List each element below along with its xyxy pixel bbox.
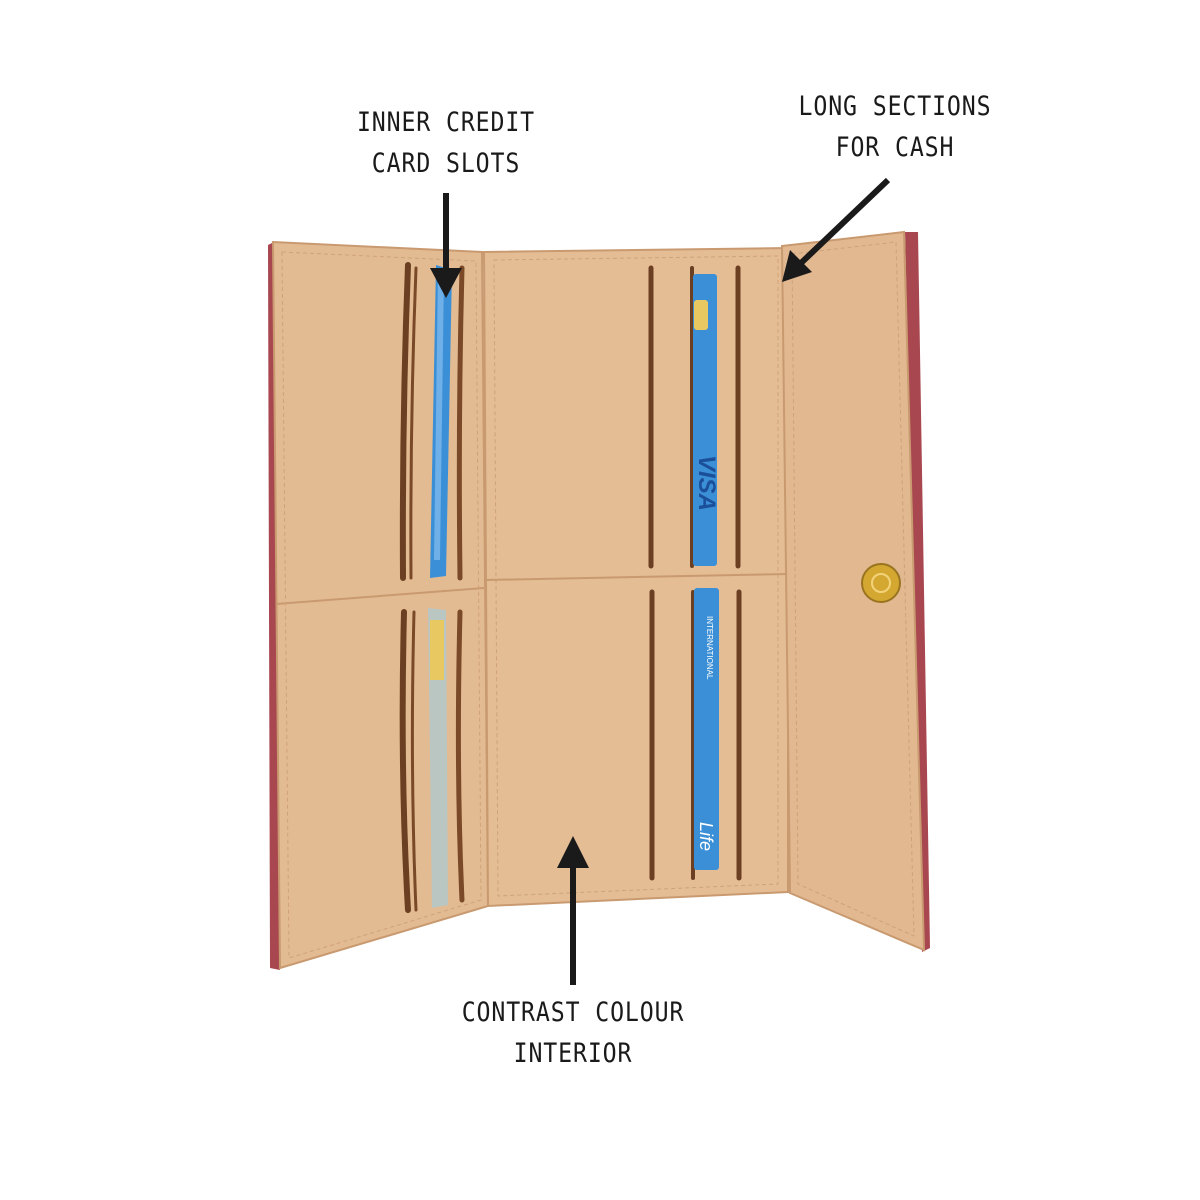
wallet-right-flap	[780, 230, 926, 952]
card-left-top-shine	[434, 270, 444, 560]
wallet-exterior-left-edge	[268, 242, 280, 970]
annotation-cash-sections-line2: FOR CASH	[835, 132, 955, 163]
card-middle-top	[693, 274, 717, 566]
right-flap-stitch	[791, 241, 915, 937]
wallet-exterior-right-edge	[905, 232, 930, 952]
card-middle-bottom	[694, 588, 719, 870]
arrow-interior	[557, 836, 589, 985]
annotation-cash-sections: LONG SECTIONS FOR CASH	[796, 86, 994, 168]
clasp-ring	[871, 573, 891, 593]
card-left-bottom-stripe	[430, 620, 444, 680]
arrow-cash-sections	[782, 177, 891, 282]
left-slot-bottom-3	[455, 609, 465, 903]
wallet-left-panel	[271, 240, 490, 970]
annotation-interior-line2: INTERIOR	[513, 1038, 633, 1069]
annotation-card-slots: INNER CREDIT CARD SLOTS	[351, 102, 540, 184]
left-slot-bottom-2	[410, 610, 418, 912]
card-visa-text: VISA	[693, 455, 720, 511]
left-slot-top-2	[409, 266, 418, 580]
arrow-card-slots	[430, 193, 462, 298]
left-panel-fold	[275, 587, 485, 605]
left-slot-top-1	[399, 262, 411, 581]
card-left-bottom	[428, 608, 448, 908]
card-international-text: INTERNATIONAL	[705, 616, 714, 680]
annotation-card-slots-line1: INNER CREDIT	[356, 107, 536, 138]
card-chip-icon	[694, 300, 708, 330]
clasp-icon	[861, 563, 901, 603]
annotation-interior-line1: CONTRAST COLOUR	[461, 997, 685, 1028]
annotation-interior: CONTRAST COLOUR INTERIOR	[457, 992, 689, 1074]
annotation-cash-sections-line1: LONG SECTIONS	[798, 91, 992, 122]
left-slot-top-3	[456, 265, 465, 581]
annotation-card-slots-line2: CARD SLOTS	[371, 148, 521, 179]
middle-panel-stitch	[493, 255, 779, 897]
left-slot-bottom-1	[399, 609, 411, 913]
card-life-text: Life	[696, 822, 716, 851]
middle-panel-fold	[485, 573, 789, 581]
left-panel-stitch	[281, 251, 482, 959]
